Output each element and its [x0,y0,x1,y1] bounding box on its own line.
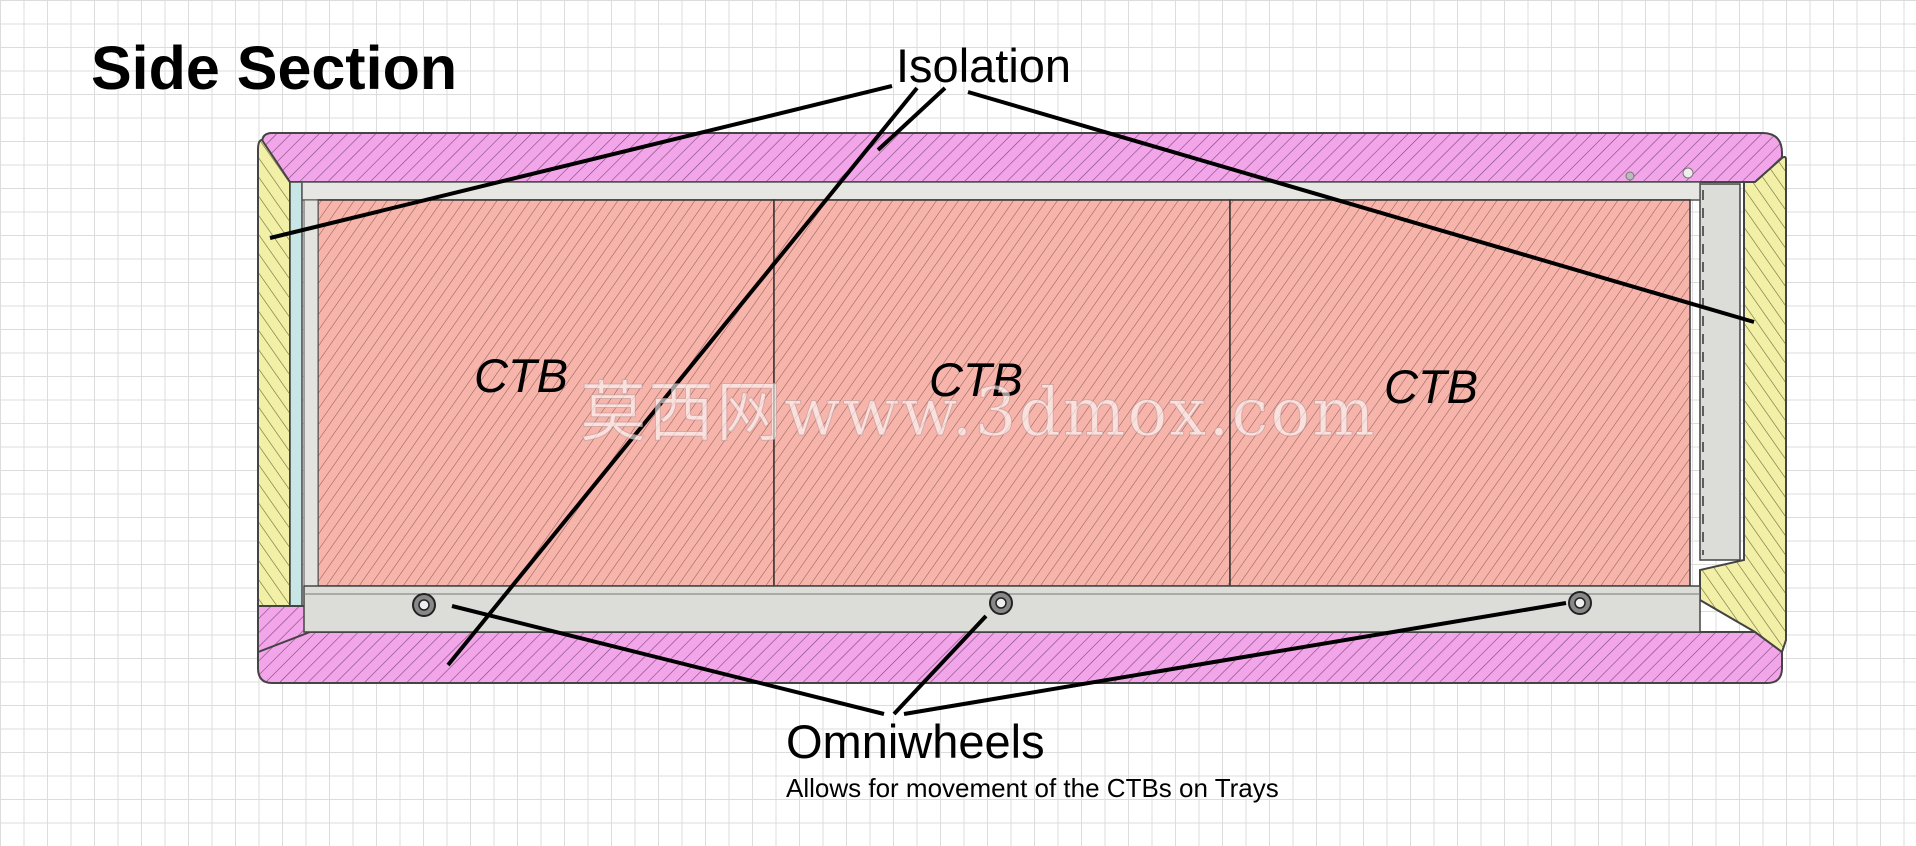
inner-liner [301,181,1701,201]
watermark: 莫西网www.3dmox.com [580,374,1377,451]
omniwheels-label: Omniwheels [786,715,1045,768]
isolation-top [261,132,1783,183]
isolation-label: Isolation [896,39,1072,92]
omniwheels-leader-lines [451,601,1567,716]
ctb-compartment-3 [1229,199,1691,587]
ctb-label: CTB [474,349,568,402]
omniwheel-icon [989,591,1013,615]
isolation-right [1699,183,1741,561]
ctb-compartment-2 [773,199,1231,587]
omniwheel-icon [1568,591,1592,615]
ctb-label: CTB [1384,360,1478,413]
isolation-leader-lines [269,84,1755,667]
end-cap-right [1699,155,1787,654]
ctb-compartment-1 [317,199,775,587]
page-title: Side Section [91,34,458,102]
isolation-bottom [257,631,1783,684]
ctb-label: CTB [929,353,1023,406]
omniwheel-icon [412,593,436,617]
isolation-left [289,181,303,607]
omniwheels-description: Allows for movement of the CTBs on Trays [786,773,1279,803]
end-cap-left [257,138,291,607]
